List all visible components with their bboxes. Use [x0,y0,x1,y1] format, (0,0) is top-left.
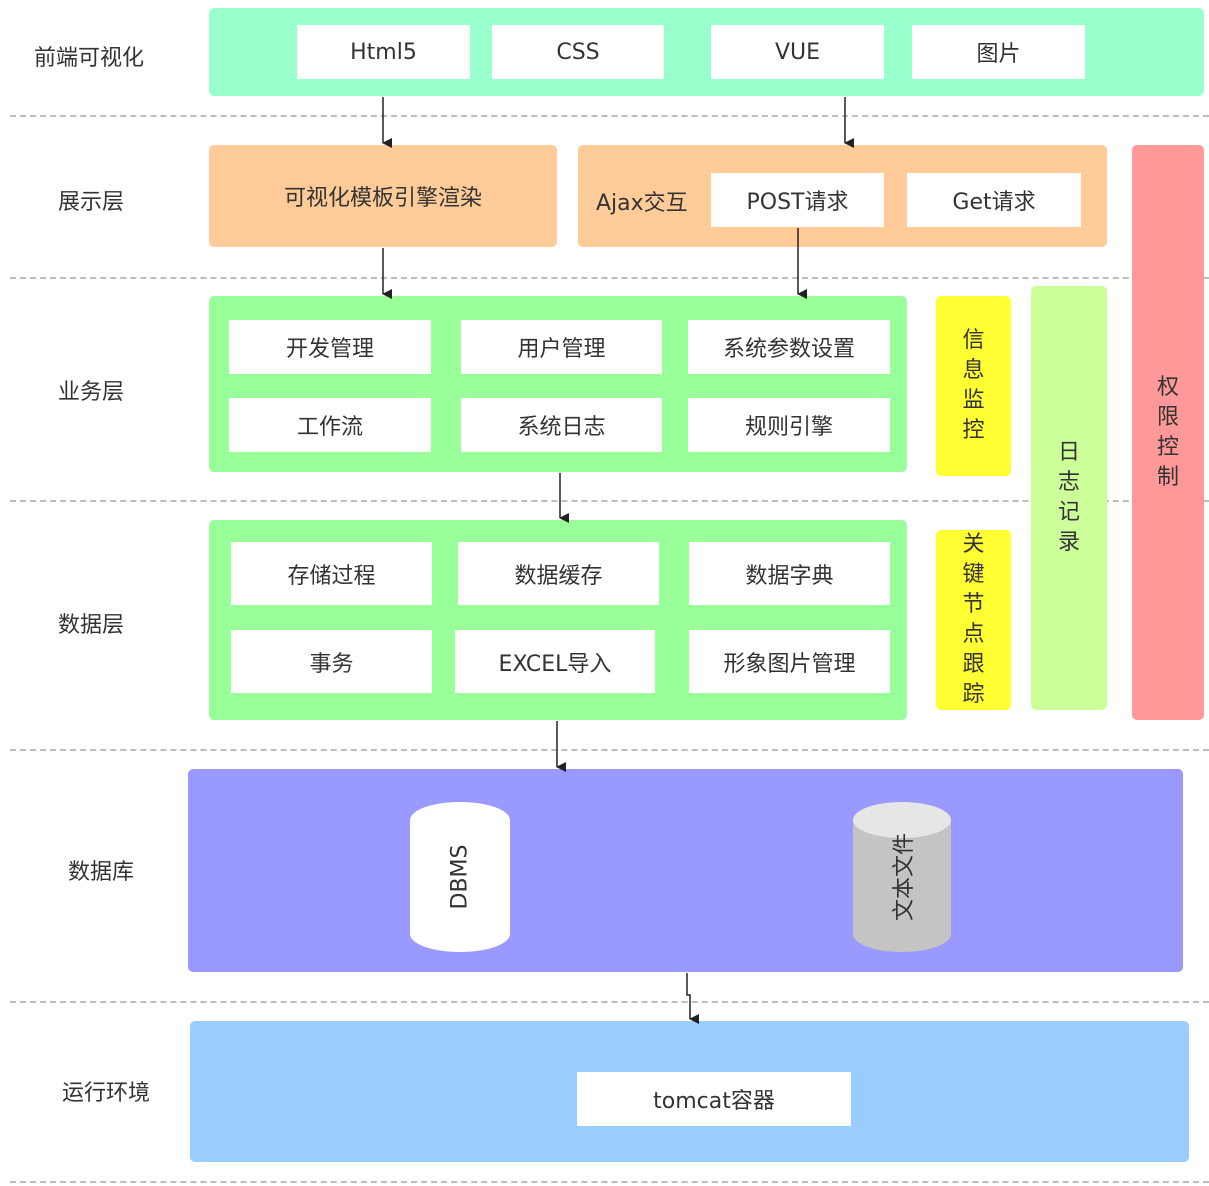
char: 控 [962,418,985,443]
char: 监 [962,388,985,413]
separator [10,749,1209,751]
data-item-transaction: 事务 [231,630,432,693]
char: 息 [962,358,985,383]
lane-label-display: 展示层 [58,190,125,215]
char: 踪 [962,682,985,707]
char: 权 [1156,374,1179,400]
template-render-box: 可视化模板引擎渲染 [209,145,557,247]
separator [10,500,1209,502]
lane-label-database: 数据库 [68,860,135,885]
lane-label-runtime: 运行环境 [62,1081,151,1106]
text-files-cylinder: 文本文件 [853,802,951,952]
business-item-rule-engine: 规则引擎 [688,398,890,452]
lane-label-data: 数据层 [58,613,125,638]
business-item-user-mgmt: 用户管理 [461,320,662,374]
business-item-workflow: 工作流 [229,398,431,452]
dbms-cylinder: DBMS [410,802,510,952]
arrow-database-to-runtime [686,973,699,1024]
log-record-column: 日 志 记 录 [1031,286,1107,710]
char: 录 [1057,530,1080,555]
char: 限 [1156,404,1179,430]
post-request-box: POST请求 [711,173,884,227]
lane-label-frontend: 前端可视化 [34,46,145,71]
business-item-dev-mgmt: 开发管理 [229,320,431,374]
frontend-item-images: 图片 [912,25,1085,79]
database-band [188,769,1183,972]
data-item-cache: 数据缓存 [458,542,659,605]
business-item-sys-params: 系统参数设置 [688,320,890,374]
separator [10,1001,1209,1003]
permission-control-column: 权 限 控 制 [1132,145,1204,720]
separator [10,1181,1209,1183]
char: 志 [1057,470,1080,495]
char: 日 [1057,440,1080,465]
char: 信 [962,328,985,353]
key-node-tracking-column: 关 键 节 点 跟 踪 [936,530,1011,710]
char: 点 [962,622,985,647]
business-item-sys-log: 系统日志 [461,398,662,452]
frontend-item-vue: VUE [711,25,884,79]
char: 关 [962,532,985,557]
info-monitor-column: 信 息 监 控 [936,296,1011,476]
separator [10,115,1209,117]
char: 控 [1156,434,1179,460]
char: 记 [1057,500,1080,525]
data-item-stored-proc: 存储过程 [231,542,432,605]
ajax-label: Ajax交互 [596,191,688,216]
char: 节 [962,592,985,617]
char: 制 [1156,464,1179,490]
get-request-box: Get请求 [907,173,1081,227]
frontend-item-html5: Html5 [297,25,470,79]
frontend-item-css: CSS [492,25,664,79]
data-item-dictionary: 数据字典 [689,542,890,605]
char: 跟 [962,652,985,677]
char: 键 [962,562,985,587]
separator [10,277,1209,279]
tomcat-container-box: tomcat容器 [577,1072,851,1126]
data-item-image-mgmt: 形象图片管理 [689,630,890,693]
data-item-excel-import: EXCEL导入 [455,630,655,693]
lane-label-business: 业务层 [58,380,125,405]
